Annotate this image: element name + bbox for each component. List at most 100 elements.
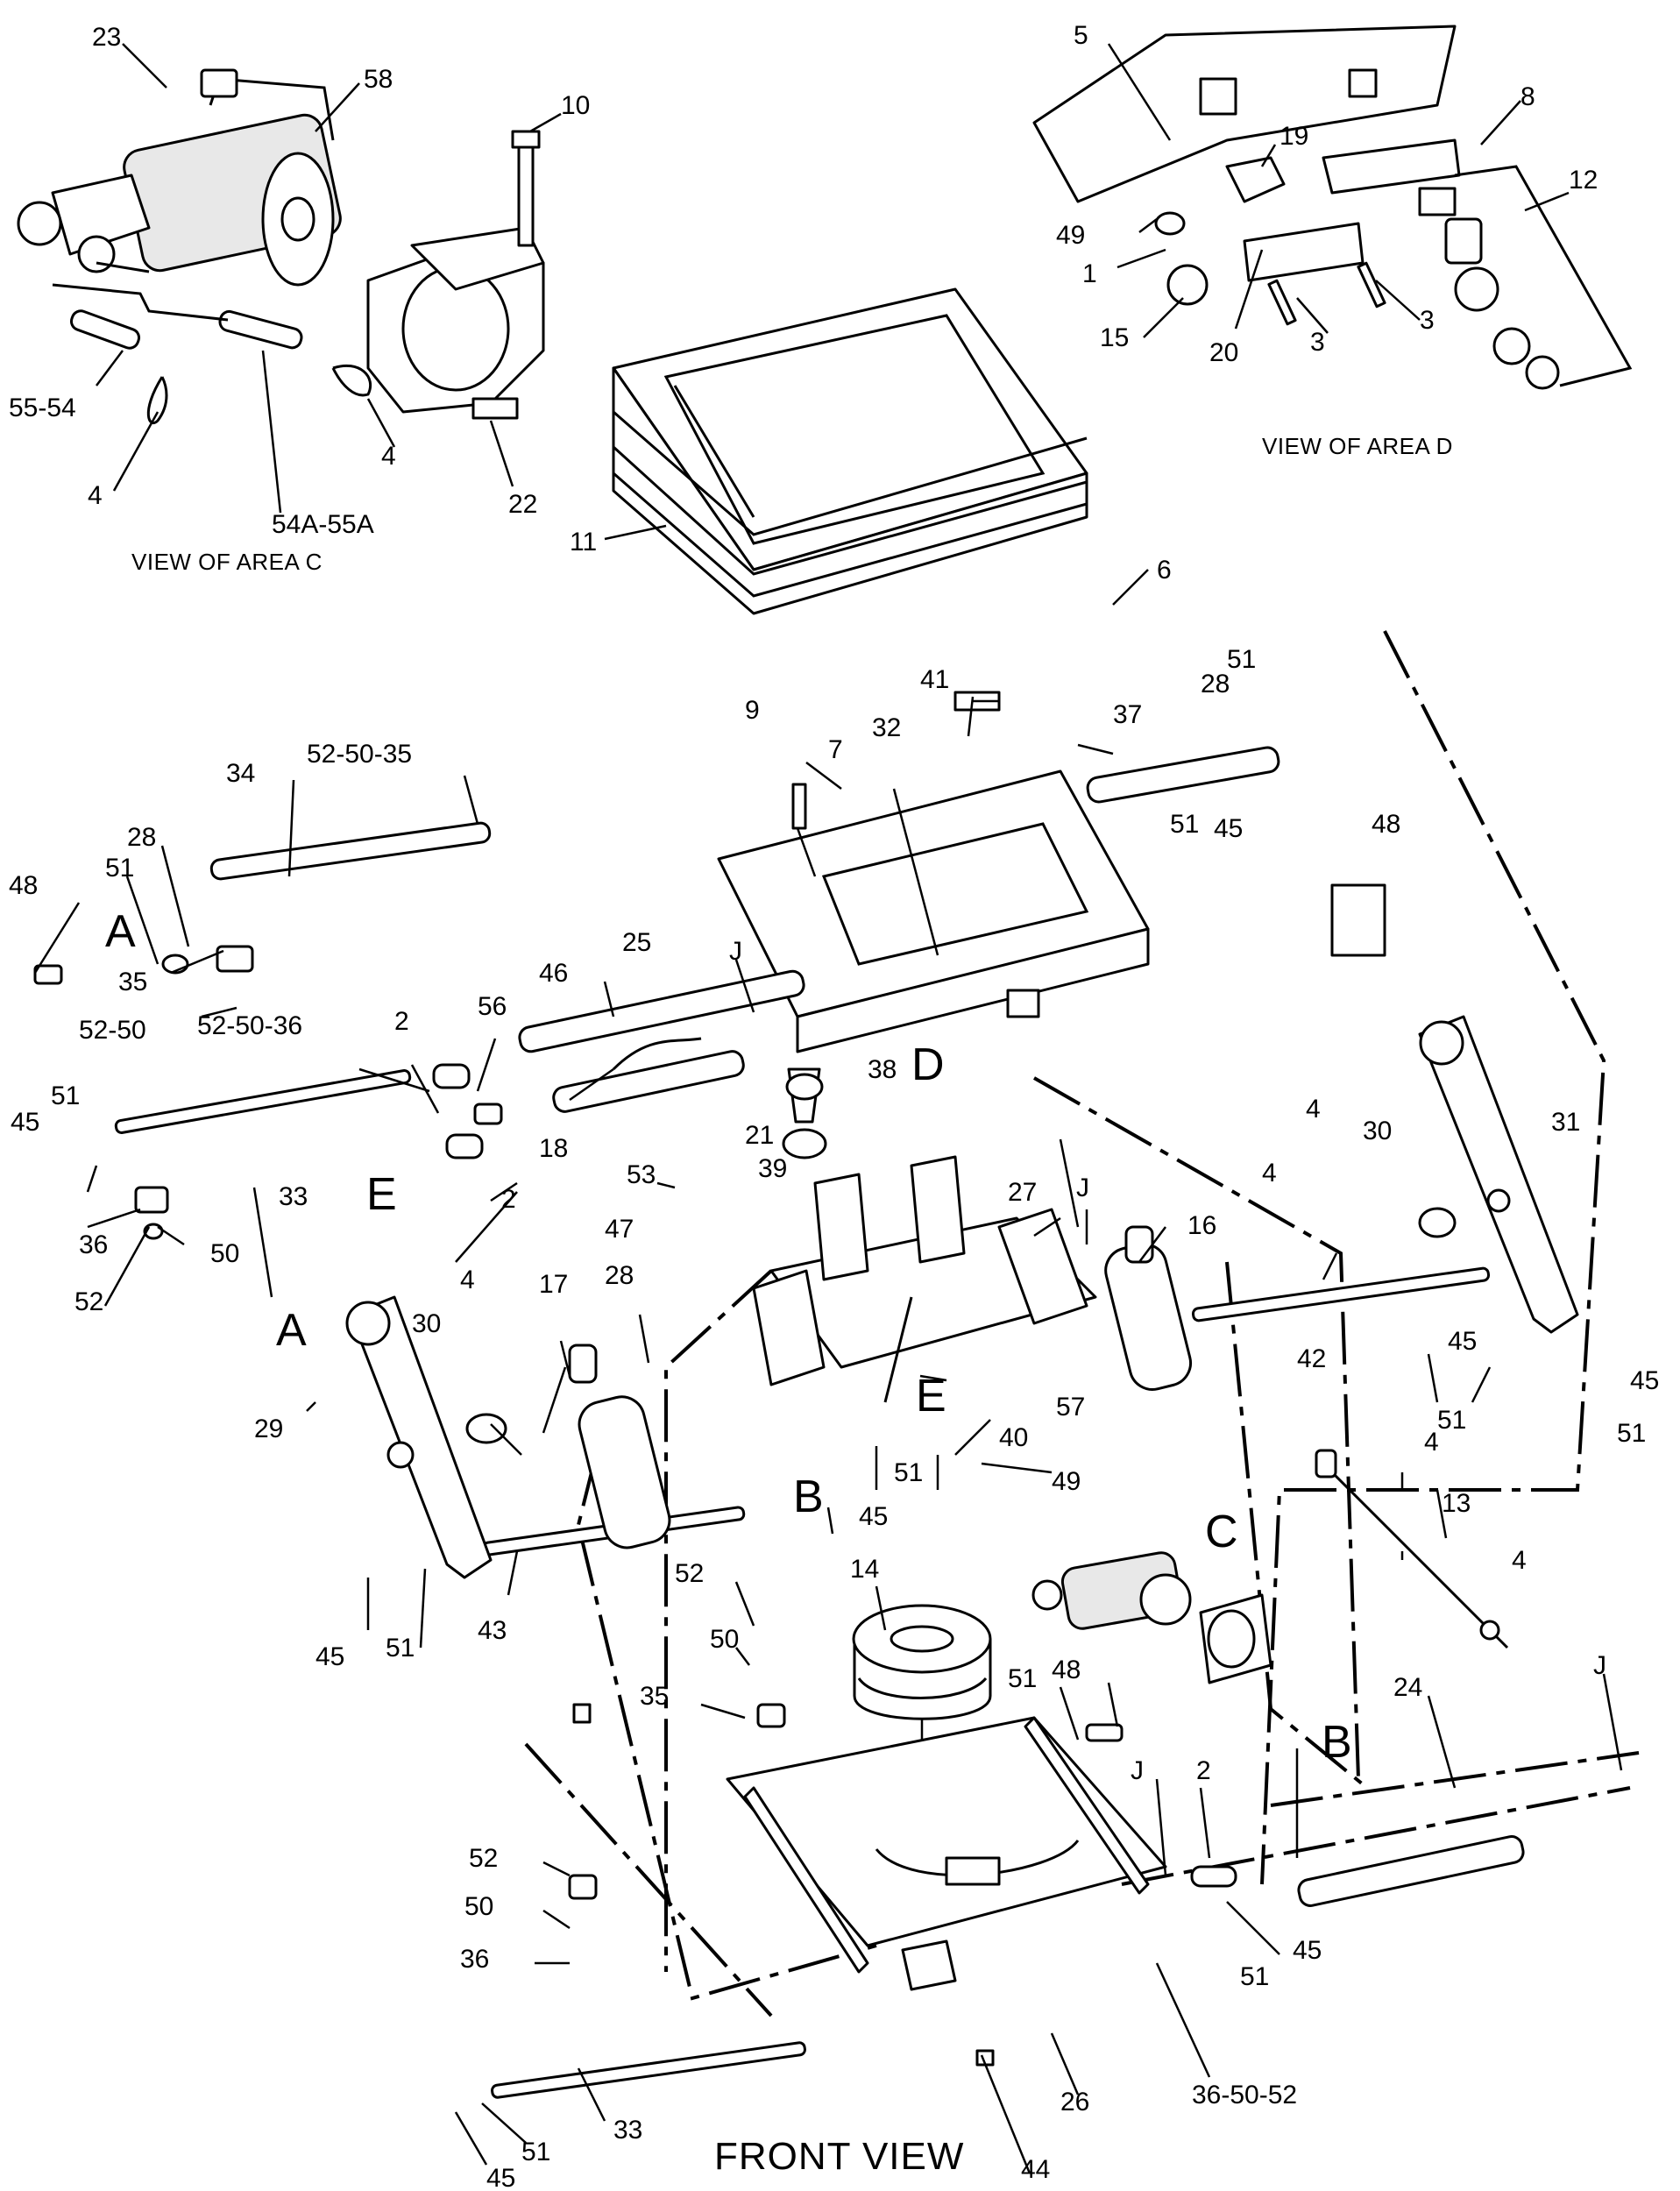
callout-j: J (1131, 1756, 1144, 1785)
callout-32: 32 (872, 713, 901, 742)
callout-26: 26 (1060, 2088, 1089, 2117)
callout-51: 51 (521, 2138, 550, 2166)
callout-51: 51 (1437, 1406, 1466, 1435)
area-d-assembly (1032, 25, 1633, 390)
callout-51: 51 (894, 1458, 923, 1487)
top-plate-32 (717, 691, 1150, 1053)
callout-55-54: 55-54 (9, 394, 76, 422)
shaft-assembly-25 (432, 969, 805, 1159)
callout-36: 36 (460, 1945, 489, 1974)
ref-b: B (793, 1471, 824, 1522)
area-c-motor-assembly (17, 68, 545, 424)
callout-45: 45 (315, 1642, 344, 1671)
callout-28: 28 (1201, 670, 1230, 698)
callout-4: 4 (1512, 1546, 1527, 1575)
callout-4: 4 (88, 481, 103, 510)
callout-11: 11 (570, 528, 597, 557)
callout-48: 48 (1052, 1656, 1081, 1684)
callout-43: 43 (478, 1616, 507, 1645)
callout-52: 52 (74, 1287, 103, 1316)
callout-21: 21 (745, 1121, 774, 1150)
callout-16: 16 (1187, 1211, 1216, 1240)
callout-53: 53 (627, 1160, 656, 1189)
callout-45: 45 (1448, 1327, 1477, 1356)
callout-58: 58 (364, 65, 393, 94)
air-spring-14 (852, 1604, 992, 1823)
callout-4: 4 (460, 1266, 475, 1294)
callout-4: 4 (1424, 1428, 1439, 1457)
callout-42: 42 (1297, 1344, 1326, 1373)
hardware-fasteners (33, 783, 1509, 2067)
callout-45: 45 (1293, 1936, 1322, 1965)
callout-33: 33 (279, 1182, 308, 1211)
scissor-arms (345, 1015, 1579, 1579)
callout-51: 51 (1240, 1962, 1269, 1991)
callout-2: 2 (1196, 1756, 1211, 1785)
callout-44: 44 (1021, 2155, 1050, 2184)
callout-labels: 23 58 10 55-54 4 4 22 54A-55A VIEW OF AR… (9, 21, 1659, 2191)
callout-50: 50 (464, 1892, 493, 1921)
callout-37: 37 (1113, 700, 1142, 729)
callout-j: J (1076, 1173, 1089, 1202)
callout-30: 30 (1363, 1117, 1392, 1145)
ref-c: C (1205, 1507, 1238, 1557)
callout-22: 22 (508, 490, 537, 519)
rods (114, 746, 1525, 2099)
callout-51: 51 (51, 1081, 80, 1110)
callout-j: J (729, 937, 742, 966)
ref-d: D (911, 1039, 945, 1090)
callout-51: 51 (1227, 645, 1256, 674)
callout-45: 45 (11, 1108, 39, 1137)
callout-4: 4 (1306, 1095, 1321, 1124)
callout-34: 34 (226, 759, 255, 788)
ref-e: E (366, 1169, 397, 1220)
base-plate (726, 1716, 1167, 1991)
callout-24: 24 (1393, 1673, 1422, 1702)
callout-3: 3 (1420, 306, 1435, 335)
callout-4: 4 (1262, 1159, 1277, 1188)
callout-27: 27 (1008, 1178, 1037, 1207)
callout-1: 1 (1082, 259, 1097, 288)
callout-51: 51 (1617, 1419, 1646, 1448)
callout-49: 49 (1052, 1467, 1081, 1496)
callout-45: 45 (859, 1502, 888, 1531)
callout-57: 57 (1056, 1393, 1085, 1422)
callout-13: 13 (1442, 1489, 1471, 1518)
callout-3: 3 (1310, 328, 1325, 357)
callout-46: 46 (539, 959, 568, 988)
callout-31: 31 (1551, 1108, 1580, 1137)
callout-6: 6 (1157, 556, 1172, 585)
assembly-dashed-lines (524, 630, 1640, 2017)
callout-36-50-52: 36-50-52 (1192, 2081, 1297, 2109)
callout-45: 45 (486, 2164, 515, 2191)
ref-e: E (916, 1371, 946, 1422)
callout-j: J (1593, 1651, 1606, 1680)
callout-52-50-36: 52-50-36 (197, 1011, 302, 1040)
callout-35: 35 (640, 1682, 669, 1711)
caption-front-view: FRONT VIEW (714, 2135, 964, 2178)
callout-28: 28 (127, 823, 156, 852)
callout-28: 28 (605, 1261, 634, 1290)
callout-45: 45 (1214, 814, 1243, 843)
callout-54a-55a: 54A-55A (272, 510, 374, 539)
callout-35: 35 (118, 968, 147, 996)
callout-52-50: 52-50 (79, 1016, 146, 1045)
callout-20: 20 (1209, 338, 1238, 367)
callout-23: 23 (92, 23, 121, 52)
callout-15: 15 (1100, 323, 1129, 352)
carriage-assembly (752, 1155, 1097, 1403)
callout-12: 12 (1569, 166, 1598, 195)
callout-52: 52 (469, 1844, 498, 1873)
callout-52-50-35: 52-50-35 (307, 740, 412, 769)
callout-18: 18 (539, 1134, 568, 1163)
callout-19: 19 (1279, 122, 1308, 151)
callout-14: 14 (850, 1555, 879, 1584)
callout-48: 48 (9, 871, 38, 900)
callout-7: 7 (828, 735, 843, 764)
callout-50: 50 (710, 1625, 739, 1654)
callout-39: 39 (758, 1154, 787, 1183)
callout-51: 51 (1170, 810, 1199, 839)
callout-52: 52 (675, 1559, 704, 1588)
callout-48: 48 (1372, 810, 1400, 839)
callout-8: 8 (1521, 82, 1535, 111)
